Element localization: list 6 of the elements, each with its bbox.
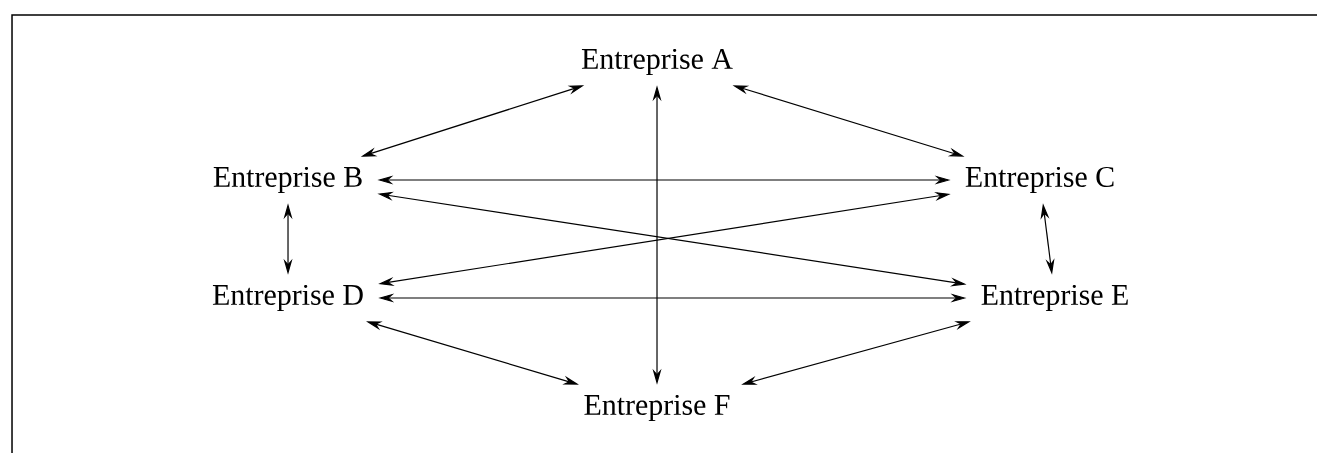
company-label: Entreprise E bbox=[981, 284, 1128, 312]
company-label: Entreprise D bbox=[212, 284, 363, 312]
company-label: Entreprise C bbox=[965, 166, 1114, 194]
company-label: Entreprise A bbox=[581, 48, 733, 76]
company-label: Entreprise B bbox=[213, 166, 362, 194]
company-label: Entreprise F bbox=[584, 394, 730, 422]
